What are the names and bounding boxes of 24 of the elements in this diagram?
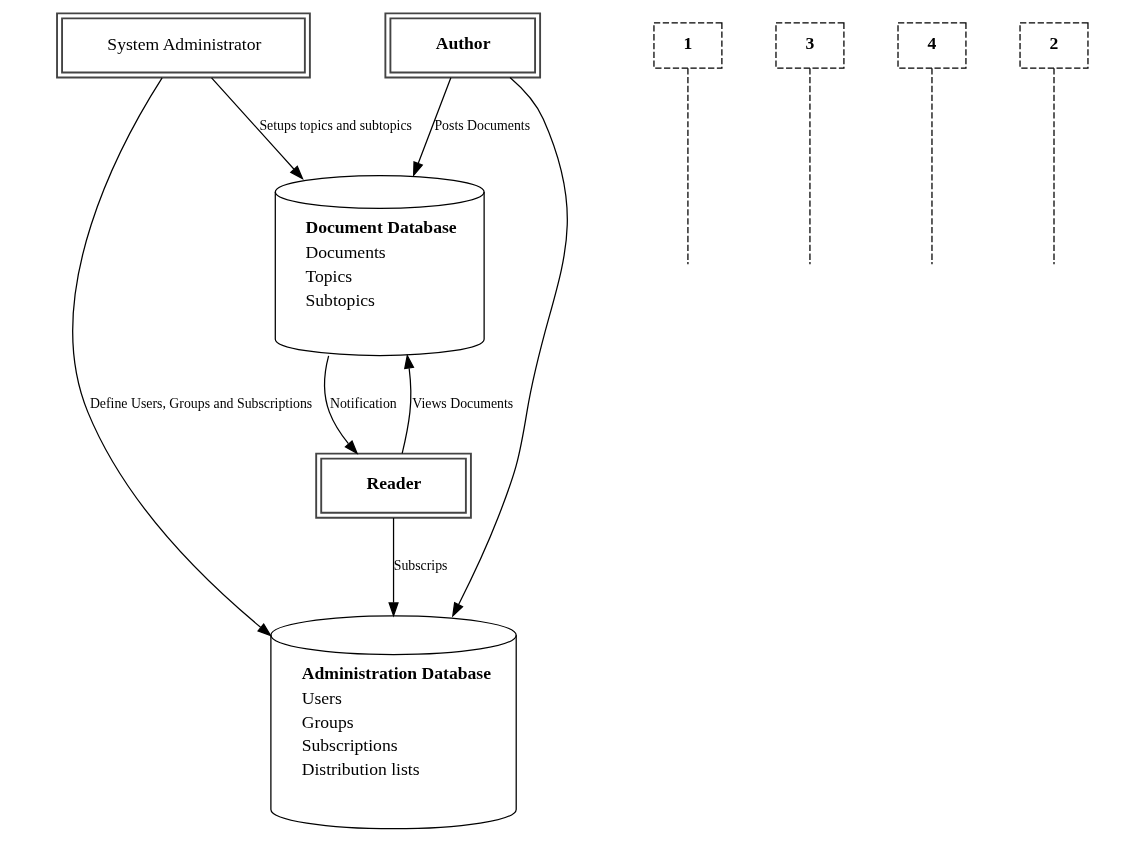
connector (686, 67, 689, 265)
arrow (387, 517, 399, 618)
node-box: System Administrator (55, 12, 311, 79)
arrow (210, 77, 304, 181)
arrow (401, 353, 414, 454)
arrow (412, 77, 451, 178)
arrow (71, 77, 272, 637)
node-box: 4 (896, 22, 967, 69)
edge-label: Views Documents (411, 396, 513, 412)
edge-label: Notification (329, 396, 397, 412)
node-box: Reader (314, 452, 472, 519)
node-box: 3 (774, 22, 845, 69)
edge-label: Setups topics and subtopics (258, 118, 412, 134)
connector (808, 67, 811, 265)
node-box: Author (383, 12, 541, 79)
node-box: 1 (652, 22, 722, 69)
arrow (323, 355, 358, 455)
edge-label: Subscrips (393, 558, 447, 574)
arrow (451, 76, 568, 618)
node-box: 2 (1018, 22, 1089, 69)
connector (1052, 67, 1055, 265)
edge-label: Posts Documents (433, 118, 530, 134)
edge-label: Define Users, Groups and Subscriptions (89, 396, 312, 412)
connector (930, 67, 933, 265)
